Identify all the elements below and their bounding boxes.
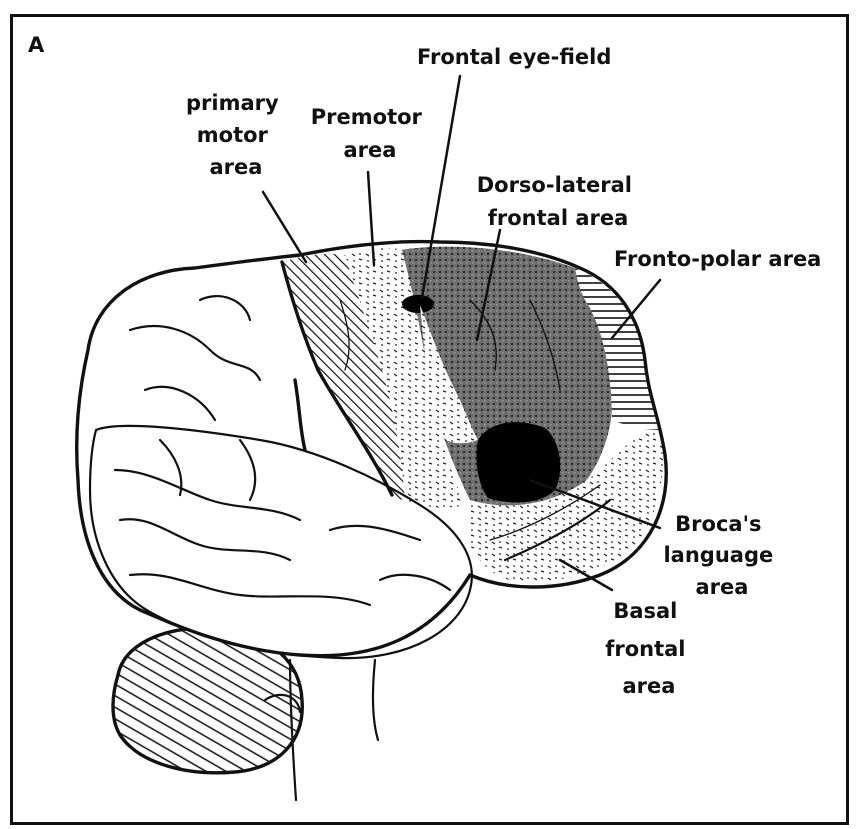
label-frontal-eye-field: Frontal eye-field (417, 45, 611, 69)
region-frontal-eye-field (402, 295, 434, 313)
brain-stem (290, 660, 378, 800)
leader-primary-motor (263, 192, 306, 262)
label-broca: Broca's language area (663, 512, 780, 599)
label-dorso-lateral: Dorso-lateral frontal area (477, 173, 640, 230)
label-premotor: Premotor area (311, 105, 429, 162)
label-primary-motor: primary motor area (186, 91, 286, 179)
label-fronto-polar: Fronto-polar area (614, 247, 821, 271)
region-broca (476, 422, 560, 502)
label-basal-frontal: Basal frontal area (605, 599, 693, 698)
panel-label: A (28, 33, 45, 57)
